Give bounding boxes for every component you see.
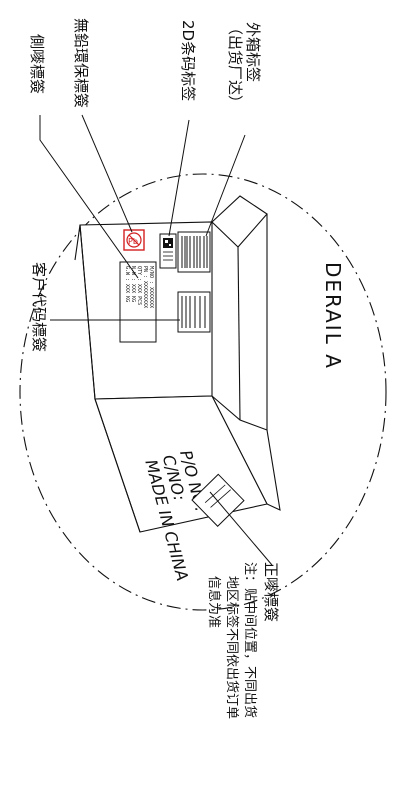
detail-circle <box>19 173 387 611</box>
side-label: 側嘜標簽 <box>28 34 46 94</box>
note-line-3: 信息为准 <box>206 576 222 628</box>
customer-code-label: 客户代码標簽 <box>30 262 48 352</box>
front-label: 正嘜標簽 <box>262 562 280 622</box>
note-line-2: 地区标签不同依出货订单 <box>224 576 240 719</box>
barcode-2d-sticker <box>159 233 177 269</box>
lead-free-label: 無鉛環保標簽 <box>72 18 90 108</box>
side-line-3: QTY : XXX PCS <box>136 266 142 305</box>
side-label-sticker: M/NO : XXXXXXX PN : XXXXXXXXX QTY : XXX … <box>119 261 157 343</box>
outer-box-note: （出货厂达） <box>226 20 244 110</box>
note-line-1: 注：贴中间位置，不同出货 <box>242 562 258 718</box>
barcode-2d-label: 2D条码标签 <box>179 20 197 101</box>
side-line-1: M/NO : XXXXXXX <box>148 266 154 308</box>
outer-box-sticker <box>177 231 211 273</box>
leader-lines <box>39 114 273 566</box>
detail-title: DERAIL A <box>321 262 345 370</box>
outer-box-label: 外箱标签 <box>244 22 262 82</box>
side-line-2: PN : XXXXXXXXX <box>142 266 148 308</box>
lead-free-icon-text: Pb <box>128 237 138 246</box>
lead-free-icon: Pb <box>123 229 145 251</box>
side-line-5: G.W : XXX KG <box>124 266 130 302</box>
customer-code-sticker <box>177 291 211 333</box>
barcode-icon <box>181 236 208 268</box>
front-label-sticker <box>191 473 245 527</box>
side-line-4: N.W : XXX KG <box>130 266 136 302</box>
